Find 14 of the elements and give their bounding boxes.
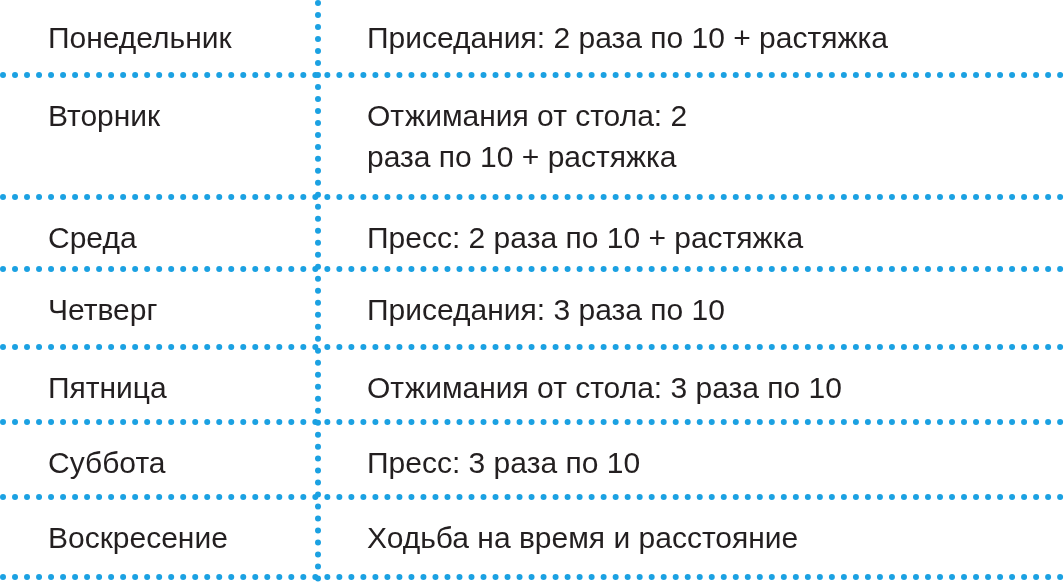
exercise-cell-text: Приседания: 3 раза по 10 xyxy=(367,292,725,328)
exercise-cell-text: Отжимания от стола: 2 раза по 10 + растяжка xyxy=(367,98,689,175)
day-cell-text: Вторник xyxy=(48,98,161,134)
exercise-cell-text: Приседания: 2 раза по 10 + растяжка xyxy=(367,20,888,56)
day-cell-text: Четверг xyxy=(48,292,158,328)
exercise-cell-text: Отжимания от стола: 3 раза по 10 xyxy=(367,370,842,406)
day-cell-text: Среда xyxy=(48,220,137,256)
exercise-cell-text: Пресс: 3 раза по 10 xyxy=(367,445,641,481)
day-cell-text: Воскресение xyxy=(48,520,228,556)
exercise-cell-text: Пресс: 2 раза по 10 + растяжка xyxy=(367,220,804,256)
exercise-cell-text: Ходьба на время и расстояние xyxy=(367,520,799,556)
day-cell-text: Пятница xyxy=(48,370,167,406)
day-cell-text: Понедельник xyxy=(48,20,232,56)
day-cell-text: Суббота xyxy=(48,445,166,481)
